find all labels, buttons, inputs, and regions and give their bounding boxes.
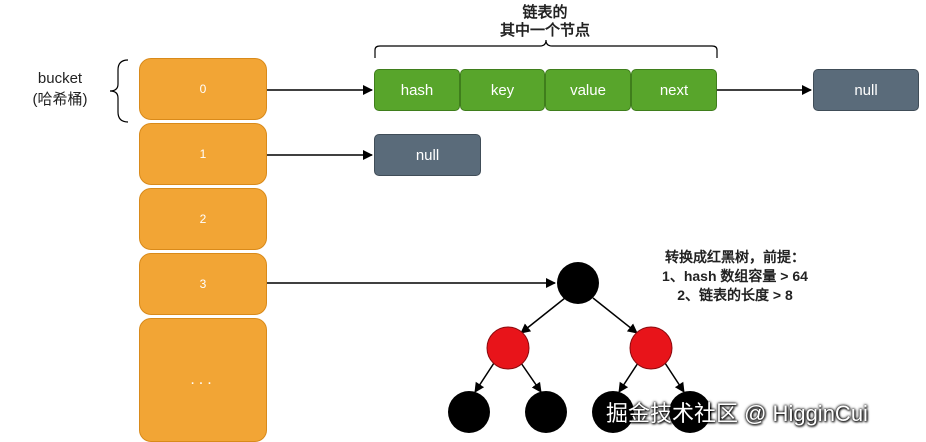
bucket-ellipsis: ... [190, 371, 216, 388]
node-field-label: key [490, 81, 515, 99]
tree-edge-left-left [474, 362, 495, 393]
bucket-label: bucket (哈希桶) [20, 68, 100, 110]
bucket-3: 3 [139, 253, 267, 315]
tree-edge-left-right [520, 362, 542, 393]
tree-node-root-black [557, 262, 599, 304]
bucket-0: 0 [139, 58, 267, 120]
node-field-hash: hash [374, 69, 460, 111]
tree-leaf-1-black [448, 391, 490, 433]
bucket-index: 1 [199, 147, 207, 161]
node-caption-line1: 链表的 [522, 4, 568, 21]
bucket-label-line2: (哈希桶) [32, 91, 88, 108]
bucket-index: 2 [199, 212, 207, 226]
bucket-1: 1 [139, 123, 267, 185]
tree-edge-root-right [592, 297, 638, 334]
node-field-key: key [460, 69, 545, 111]
bucket-more: ... [139, 318, 267, 442]
watermark-text: 掘金技术社区 @ HigginCui [606, 401, 868, 426]
tree-leaf-2-black [525, 391, 567, 433]
null-label: null [415, 146, 440, 164]
bucket-2: 2 [139, 188, 267, 250]
tree-note-line3: 2、链表的长度 > 8 [677, 287, 793, 303]
node-brace [374, 39, 718, 58]
node-field-label: hash [400, 81, 434, 99]
node-field-value: value [545, 69, 631, 111]
null-label: null [854, 81, 878, 99]
tree-note-line1: 转换成红黑树，前提： [665, 249, 805, 265]
tree-node-left-red [486, 326, 530, 370]
tree-leaf-3-black [592, 391, 634, 433]
tree-conversion-note: 转换成红黑树，前提： 1、hash 数组容量 > 64 2、链表的长度 > 8 [630, 248, 840, 305]
tree-leaf-4-black [669, 391, 711, 433]
tree-edge-right-left [618, 362, 639, 393]
tree-edge-right-right [664, 362, 685, 393]
tree-node-right-red [629, 326, 673, 370]
bucket-index: 0 [199, 82, 207, 96]
bucket-brace [109, 59, 129, 123]
bucket-index: 3 [199, 277, 207, 291]
tree-note-line2: 1、hash 数组容量 > 64 [662, 268, 808, 284]
null-box-bucket-1: null [374, 134, 481, 176]
node-field-label: next [659, 81, 689, 99]
node-caption-line2: 其中一个节点 [499, 22, 590, 39]
tree-edge-root-left [520, 297, 566, 334]
null-box-after-next: null [813, 69, 919, 111]
node-caption: 链表的 其中一个节点 [470, 4, 620, 40]
node-field-label: value [570, 81, 606, 99]
bucket-label-line1: bucket [37, 70, 83, 87]
node-field-next: next [631, 69, 717, 111]
